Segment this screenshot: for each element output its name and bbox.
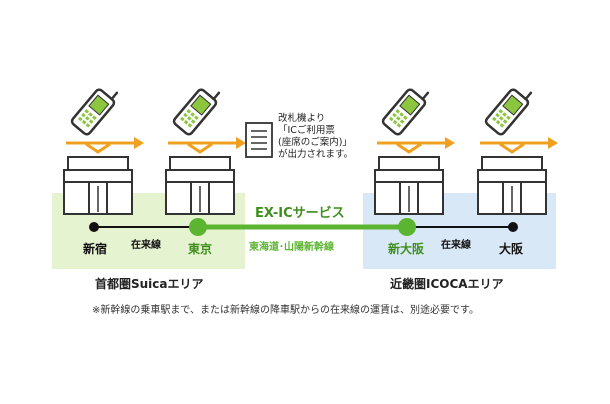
touch-arrow-icon [480,137,558,154]
ticket-gate-icon [477,156,547,215]
ticket-note-line: (座席のご案内)」 [278,137,352,148]
station-dot-3 [508,222,518,232]
footnote: ※新幹線の乗車駅まで、または新幹線の降車駅からの在来線の運賃は、別途必要です。 [92,305,479,316]
ticket-gate-icon [165,156,235,215]
ticket-gate-icon [374,156,444,215]
ticket-note: 改札機より 「ICご利用票 (座席のご案内)」 が出力されます。 [278,113,353,161]
ticket-gate-icon [63,156,133,215]
service-label: EX-ICサービス [255,206,345,221]
region-label-icoca: 近畿圏ICOCAエリア [390,277,504,291]
station-label-shin-osaka: 新大阪 [388,242,425,256]
segment-label-right-local: 在来線 [441,240,471,251]
mobile-phone-icon [172,88,221,136]
station-label-tokyo: 東京 [188,242,213,256]
station-label-shinjuku: 新宿 [83,242,108,256]
touch-arrow-icon [168,137,246,154]
touch-arrow-icon [377,137,455,154]
station-dot-2 [398,218,416,236]
mobile-phone-icon [70,88,119,136]
station-label-osaka: 大阪 [499,242,524,256]
mobile-phone-icon [381,88,430,136]
station-dot-1 [189,218,207,236]
ticket-note-line: 「ICご利用票 [278,125,335,136]
station-dot-0 [89,222,99,232]
mobile-phone-icon [484,88,533,136]
region-label-suica: 首都圏Suicaエリア [95,277,204,291]
segment-label-shinkansen: 東海道･山陽新幹線 [249,242,334,253]
touch-arrow-icon [66,137,144,154]
segment-label-left-local: 在来線 [131,240,161,251]
ticket-note-line: が出力されます。 [278,149,354,160]
ic-usage-slip-icon [245,122,273,158]
ticket-note-line: 改札機より [278,113,326,124]
